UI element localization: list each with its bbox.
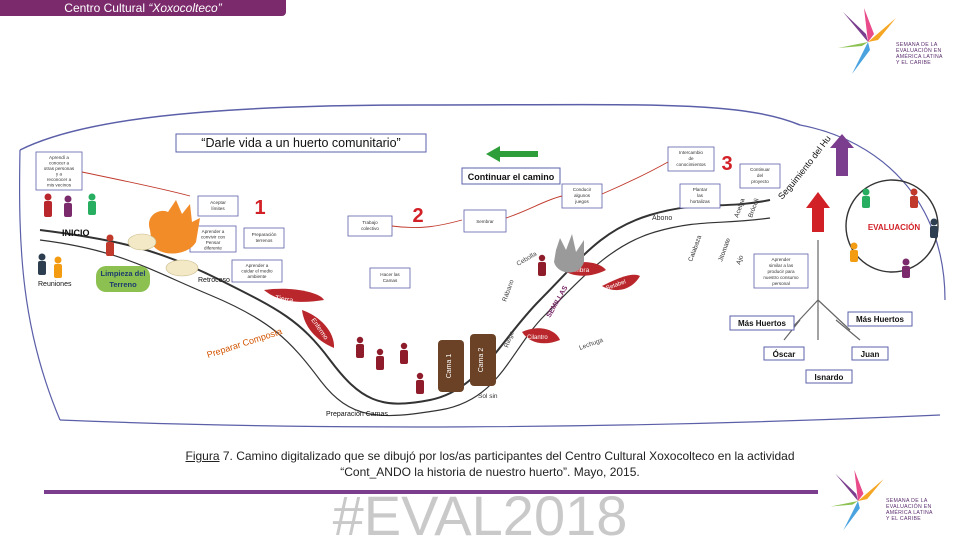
cloud-2 bbox=[166, 260, 198, 276]
svg-text:límites: límites bbox=[211, 206, 225, 211]
caption-line-1: Figura 7. Camino digitalizado que se dib… bbox=[150, 448, 830, 464]
jitomate-label: Jitomate bbox=[717, 237, 732, 263]
cama-1-label: Cama 1 bbox=[446, 354, 453, 379]
svg-text:nuestro consumo: nuestro consumo bbox=[763, 275, 799, 280]
svg-text:algunos: algunos bbox=[574, 193, 591, 198]
rabano-label: Rábano bbox=[501, 279, 515, 303]
composta-label: Preparar Composta bbox=[206, 326, 284, 360]
brocoli-label: Brócoli bbox=[747, 198, 760, 219]
svg-text:de: de bbox=[688, 156, 694, 161]
svg-text:diferente: diferente bbox=[204, 246, 222, 251]
svg-text:colectivo: colectivo bbox=[361, 226, 379, 231]
arrow-sembrar bbox=[506, 196, 562, 218]
purple-up-arrow bbox=[830, 134, 854, 176]
svg-text:similar a las: similar a las bbox=[769, 263, 794, 268]
semana-evaluacion-logo-bottom: SEMANA DE LA EVALUACIÓN EN AMÉRICA LATIN… bbox=[828, 470, 954, 534]
svg-text:mis vecinos: mis vecinos bbox=[47, 183, 72, 188]
svg-text:Trabajo: Trabajo bbox=[362, 220, 378, 225]
bottom-frame-line bbox=[60, 415, 940, 427]
reuniones-label: Reuniones bbox=[38, 281, 72, 288]
logo-star-icon-bottom bbox=[828, 470, 888, 532]
caption-text-1: Camino digitalizado que se dibujó por lo… bbox=[236, 449, 794, 463]
svg-text:Aprendí a: Aprendí a bbox=[49, 155, 69, 160]
svg-text:Hacer las: Hacer las bbox=[380, 272, 400, 277]
ajo-label: Ajo bbox=[735, 254, 745, 266]
riego-label: Riego bbox=[503, 330, 516, 349]
tierra-label: Tierra bbox=[275, 295, 294, 304]
svg-text:y a: y a bbox=[56, 172, 63, 177]
red-up-arrow bbox=[806, 192, 830, 232]
step-2: 2 bbox=[412, 205, 423, 227]
logo-star-icon bbox=[838, 8, 898, 76]
figure-number: 7. bbox=[220, 449, 237, 463]
svg-text:Aceptar: Aceptar bbox=[210, 200, 226, 205]
svg-text:Más Huertos: Más Huertos bbox=[738, 319, 787, 328]
svg-text:Isnardo: Isnardo bbox=[815, 373, 844, 382]
arrow-colectivo bbox=[392, 220, 462, 228]
svg-text:producir para: producir para bbox=[767, 269, 795, 274]
svg-text:cuidar el medio: cuidar el medio bbox=[241, 269, 273, 274]
svg-text:Aprender: Aprender bbox=[772, 257, 791, 262]
svg-text:Más Huertos: Más Huertos bbox=[856, 315, 905, 324]
svg-text:convivir con: convivir con bbox=[201, 235, 226, 240]
evaluacion-label: EVALUACIÓN bbox=[868, 223, 921, 232]
svg-text:hortalizas: hortalizas bbox=[690, 199, 710, 204]
step-3: 3 bbox=[721, 153, 732, 175]
retroceso-label: Retroceso bbox=[198, 277, 230, 284]
sol-label: Sol sin bbox=[478, 393, 498, 400]
svg-text:reconocer a: reconocer a bbox=[47, 177, 72, 182]
logo-line-4: Y EL CARIBE bbox=[896, 60, 943, 66]
svg-text:Aprender a: Aprender a bbox=[246, 263, 269, 268]
cebolla-label: Cebolla bbox=[516, 250, 539, 267]
svg-text:del: del bbox=[757, 173, 763, 178]
inicio-label: INICIO bbox=[62, 228, 90, 238]
lechuga-label: Lechuga bbox=[578, 337, 604, 352]
continue-text: Continuar el camino bbox=[468, 172, 555, 182]
cilantro-label: Cilantro bbox=[527, 335, 548, 341]
grey-hand bbox=[554, 234, 584, 273]
svg-text:personal: personal bbox=[772, 281, 790, 286]
svg-text:Continuar: Continuar bbox=[750, 167, 770, 172]
svg-text:ambiente: ambiente bbox=[248, 274, 267, 279]
figure-caption: Figura 7. Camino digitalizado que se dib… bbox=[150, 448, 830, 480]
svg-text:Intercambio: Intercambio bbox=[679, 150, 703, 155]
cloud-1 bbox=[128, 234, 156, 250]
arrow-juegos bbox=[602, 162, 668, 194]
preparacion-camas-label: Preparación Camas bbox=[326, 411, 388, 418]
svg-text:Aprender a: Aprender a bbox=[202, 229, 225, 234]
tierra-leaf bbox=[264, 289, 324, 302]
evaluation-people bbox=[850, 189, 938, 279]
svg-text:Pensar: Pensar bbox=[206, 240, 221, 245]
calabaza-label: Calabaza bbox=[687, 234, 703, 263]
svg-text:proyecto: proyecto bbox=[751, 179, 769, 184]
semana-evaluacion-logo-top: SEMANA DE LA EVALUACIÓN EN AMÉRICA LATIN… bbox=[838, 8, 948, 80]
svg-text:las: las bbox=[697, 193, 704, 198]
acelga-label: Acelga bbox=[733, 197, 747, 218]
caption-text-2: “Cont_ANDO la historia de nuestro huerto… bbox=[150, 464, 830, 480]
svg-text:Juan: Juan bbox=[861, 350, 880, 359]
svg-text:Camas: Camas bbox=[383, 278, 398, 283]
step-1: 1 bbox=[254, 197, 265, 219]
svg-text:conocer a: conocer a bbox=[49, 161, 70, 166]
limpieza-label-2: Terreno bbox=[109, 280, 137, 289]
svg-text:Preparación: Preparación bbox=[252, 232, 277, 237]
svg-text:Sembrar: Sembrar bbox=[476, 219, 494, 224]
abono-label: Abono bbox=[652, 215, 672, 222]
svg-text:Plantar: Plantar bbox=[693, 187, 708, 192]
svg-text:conocimientos: conocimientos bbox=[676, 162, 706, 167]
cama-2-label: Cama 2 bbox=[478, 348, 485, 373]
svg-text:otras personas: otras personas bbox=[44, 166, 75, 171]
orange-hand bbox=[149, 200, 200, 254]
green-arrow bbox=[486, 146, 538, 162]
banner-text: “Darle vida a un huerto comunitario” bbox=[201, 136, 400, 150]
svg-text:Conducir: Conducir bbox=[573, 187, 592, 192]
logo-bottom-line-4: Y EL CARIBE bbox=[886, 516, 933, 522]
hashtag-footer: #EVAL2018 bbox=[300, 484, 660, 548]
svg-text:terrenos: terrenos bbox=[256, 238, 274, 243]
svg-text:juegos: juegos bbox=[574, 199, 589, 204]
arrow-conocer bbox=[82, 172, 190, 196]
svg-text:Óscar: Óscar bbox=[773, 350, 796, 359]
limpieza-label-1: Limpieza del bbox=[100, 269, 145, 278]
figure-label: Figura bbox=[185, 449, 219, 463]
